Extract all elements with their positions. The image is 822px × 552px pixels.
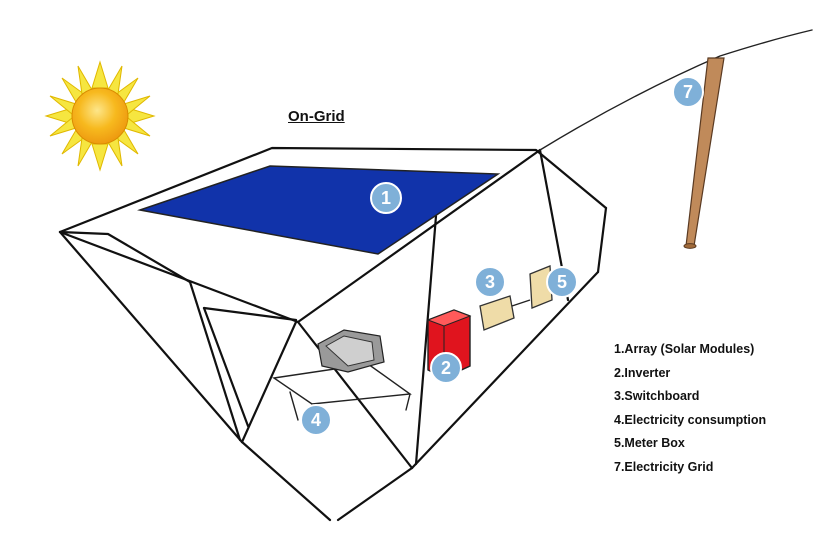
marker-inverter: 2 xyxy=(430,352,462,384)
marker-switchboard-circle xyxy=(474,266,506,298)
utility-pole xyxy=(683,57,725,249)
marker-switchboard-label: 3 xyxy=(485,272,495,292)
legend: 1.Array (Solar Modules) 2.Inverter 3.Swi… xyxy=(614,342,766,483)
marker-grid-label: 7 xyxy=(683,82,693,102)
marker-meter-box-circle xyxy=(546,266,578,298)
switchboard xyxy=(479,295,531,331)
legend-item-array: 1.Array (Solar Modules) xyxy=(614,342,755,356)
grid-cable xyxy=(539,29,813,151)
legend-item-inverter: 2.Inverter xyxy=(614,365,671,380)
appliance-icon xyxy=(317,329,385,373)
house xyxy=(58,146,608,522)
marker-array: 1 xyxy=(370,182,402,214)
marker-consumption: 4 xyxy=(300,404,332,436)
solar-array xyxy=(137,165,501,255)
marker-inverter-circle xyxy=(430,352,462,384)
marker-array-label: 1 xyxy=(381,188,391,208)
marker-grid-circle xyxy=(672,76,704,108)
legend-item-grid: 7.Electricity Grid xyxy=(614,459,714,474)
legend-item-consumption: 4.Electricity consumption xyxy=(614,412,767,427)
marker-meter-box-label: 5 xyxy=(557,272,567,292)
marker-array-circle xyxy=(370,182,402,214)
marker-switchboard: 3 xyxy=(474,266,506,298)
legend-item-switchboard: 3.Switchboard xyxy=(614,389,700,403)
marker-consumption-circle xyxy=(300,404,332,436)
meter-box xyxy=(529,265,553,309)
marker-meter-box: 5 xyxy=(546,266,578,298)
sun-icon xyxy=(44,60,156,172)
marker-consumption-label: 4 xyxy=(311,410,321,430)
legend-item-meter-box: 5.Meter Box xyxy=(614,436,685,450)
marker-grid: 7 xyxy=(672,76,704,108)
diagram-title: On-Grid xyxy=(288,108,345,125)
marker-inverter-label: 2 xyxy=(441,358,451,378)
